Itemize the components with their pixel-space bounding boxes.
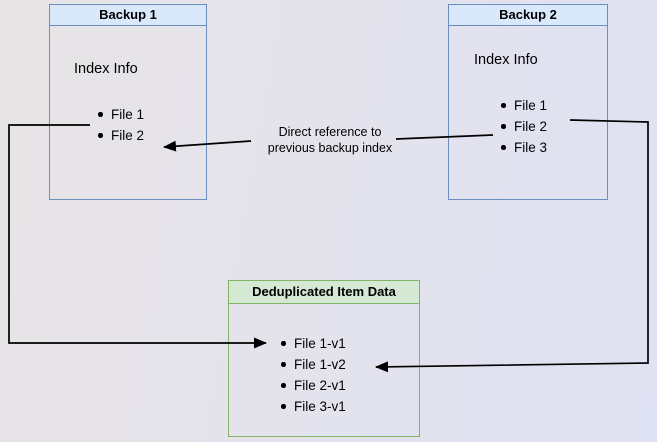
backup2-index-info-label: Index Info xyxy=(474,52,538,68)
file-list-item: File 1-v1 xyxy=(281,333,346,354)
backup1-index-info-label: Index Info xyxy=(74,61,138,77)
arrow-annotation: Direct reference to previous backup inde… xyxy=(245,125,415,156)
dedup-title: Deduplicated Item Data xyxy=(229,281,419,304)
file-list-item: File 3 xyxy=(500,137,547,158)
backup2-title: Backup 2 xyxy=(449,5,607,26)
backup1-title: Backup 1 xyxy=(50,5,206,26)
annotation-line1: Direct reference to xyxy=(278,125,382,139)
file-list-item: File 1 xyxy=(97,104,144,125)
file-list-item: File 2-v1 xyxy=(281,375,346,396)
file-list-item: File 2 xyxy=(97,125,144,146)
file-list-item: File 1-v2 xyxy=(281,354,346,375)
file-list-item: File 2 xyxy=(500,116,547,137)
file-list-item: File 1 xyxy=(500,95,547,116)
file-list-item: File 3-v1 xyxy=(281,396,346,417)
annotation-line2: previous backup index xyxy=(267,140,393,155)
